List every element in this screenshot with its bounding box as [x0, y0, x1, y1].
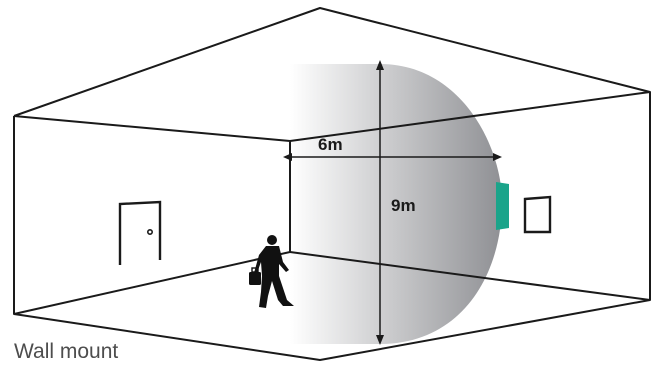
room-outline [13, 7, 651, 361]
room-floor-edge [289, 251, 651, 301]
width-label: 6m [318, 135, 343, 154]
width-dimension [283, 153, 502, 161]
room-back-wall-right [289, 91, 651, 142]
walking-person-icon [249, 235, 294, 308]
height-label: 9m [391, 196, 416, 215]
diagram-caption: Wall mount [14, 340, 119, 363]
height-dimension [376, 60, 384, 345]
picture-frame-icon [523, 195, 552, 234]
door-icon [118, 200, 162, 265]
motion-sensor-icon [496, 182, 509, 230]
room-back-wall [13, 115, 291, 315]
